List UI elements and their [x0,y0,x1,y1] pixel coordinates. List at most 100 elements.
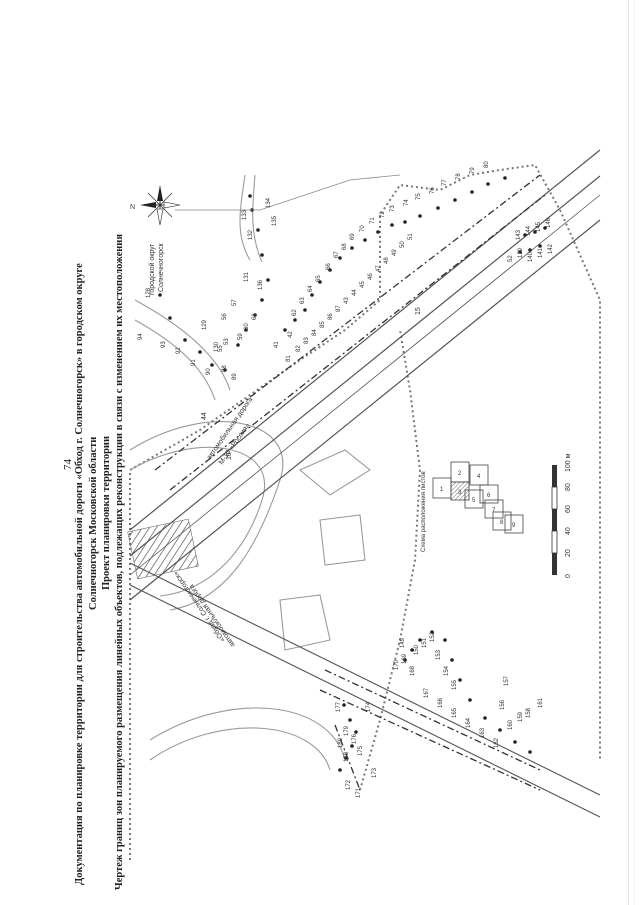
point-label: 149 [400,637,406,648]
point-label: 163 [480,727,486,738]
district-boundary [175,174,401,211]
point-label: 142 [548,243,554,254]
point-label: 132 [248,229,254,240]
point-label: 69 [350,233,356,240]
point-label: 164 [466,717,472,728]
highway-m10 [129,149,601,601]
point-label: 157 [504,675,510,686]
upper-point-labels: 94 128 93 92 91 90 130 88 89 56 57 131 5… [138,161,554,380]
point-label: 77 [442,179,448,186]
upper-point-cluster [158,176,547,372]
sheet-label-5: 5 [472,498,476,504]
point-label: 78 [456,173,462,180]
point-label: 174 [366,701,372,712]
point-label: 135 [272,215,278,226]
point-label: 73 [390,205,396,212]
point-label: 42 [288,331,294,338]
point-label: 43 [344,297,350,304]
point-label: 129 [202,319,208,330]
point-label: 166 [438,697,444,708]
point-label: 155 [452,679,458,690]
point-label: 145 [536,221,542,232]
point-label: 57 [232,299,238,306]
scale-tick-20: 20 [565,549,572,557]
point-label: 47 [376,265,382,272]
point-label: 150 [414,644,420,655]
point-label: 46 [368,273,374,280]
point-label: 55 [218,345,224,352]
point-label: 168 [410,665,416,676]
point-label: 175 [358,745,364,756]
point-label: 53 [224,338,230,345]
point-label: 143 [516,229,522,240]
point-label: 67 [334,251,340,258]
point-label: 169 [402,653,408,664]
district-label-1: городской округ [148,243,156,295]
point-label: 49 [392,249,398,256]
point-label: 139 [518,247,524,258]
point-label: 90 [206,368,212,375]
point-label: 158 [526,707,532,718]
scale-tick-100: 100 м [565,453,572,472]
point-label: 87 [336,305,342,312]
point-label: 84 [312,329,318,336]
sheet-label-4: 4 [477,474,481,480]
point-label: 62 [292,309,298,316]
point-label: 156 [500,699,506,710]
road-label-16: 16 [226,452,233,460]
scan-edge-right [628,0,629,905]
sheet-scheme-title: Схема расположения листов [421,471,427,552]
point-label: 63 [300,297,306,304]
point-label: 152 [430,631,436,642]
point-label: 93 [161,341,167,348]
point-label: 128 [146,287,152,298]
point-label: 86 [328,313,334,320]
point-label: 144 [526,225,532,236]
point-label: 52 [508,255,514,262]
point-label: 68 [342,243,348,250]
point-label: 56 [222,313,228,320]
local-road [129,562,601,818]
map-labels: городской округ Солнечногорск автомобиль… [148,243,422,649]
point-label: 130 [214,341,220,352]
road-label-15: 15 [415,307,422,315]
point-label: 91 [191,359,197,366]
point-label: 131 [244,271,250,282]
road-label-44: 44 [201,412,208,420]
point-label: 173 [372,767,378,778]
sheet-label-9: 9 [512,523,516,529]
point-label: 133 [242,209,248,220]
interchange-ramps [129,174,371,771]
point-label: 70 [360,225,366,232]
point-label: 71 [370,217,376,224]
planning-boundary [129,163,601,860]
point-label: 74 [404,199,410,206]
point-label: 81 [286,355,292,362]
point-label: 79 [470,167,476,174]
point-label: 66 [326,263,332,270]
point-label: 134 [266,197,272,208]
point-label: 60 [244,323,250,330]
point-label: 92 [176,347,182,354]
point-label: 88 [222,365,228,372]
lower-point-labels: 170 169 149 168 150 151 152 153 154 155 … [336,631,544,798]
point-label: 151 [422,637,428,648]
sheet-label-2: 2 [458,471,462,477]
point-label: 170 [394,659,400,670]
north-arrow: N [130,185,181,226]
lower-point-cluster [338,630,532,772]
point-label: 82 [296,345,302,352]
sheet-label-3: 3 [458,490,462,496]
scale-tick-0: 0 [565,574,572,578]
point-label: 136 [258,279,264,290]
point-label: 159 [518,711,524,722]
scale-tick-40: 40 [565,527,572,535]
scale-bar: 0 20 40 60 80 100 м [551,453,572,578]
point-label: 146 [546,217,552,228]
scale-tick-80: 80 [565,483,572,491]
point-label: 162 [494,737,500,748]
point-label: 178 [344,751,350,762]
district-label-2: Солнечногорск [158,243,165,292]
